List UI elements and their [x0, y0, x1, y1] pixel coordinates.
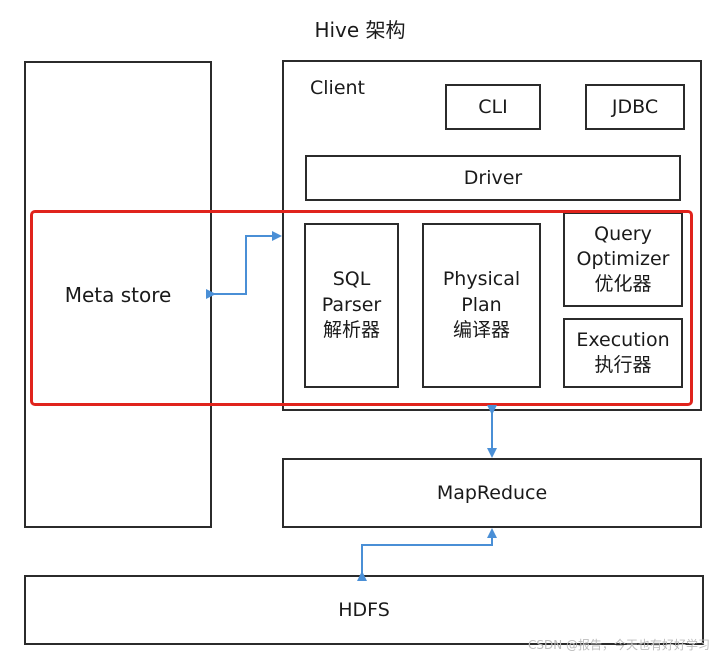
- sql-parser-box: SQL Parser 解析器: [304, 223, 399, 388]
- cli-label: CLI: [478, 96, 508, 118]
- jdbc-box: JDBC: [585, 84, 685, 130]
- client-label: Client: [310, 77, 366, 99]
- diagram-title: Hive 架构: [314, 18, 406, 42]
- physical-plan-line-1: Physical: [442, 268, 521, 291]
- query-optimizer-box: Query Optimizer 优化器: [563, 212, 683, 307]
- metastore-box: Meta store: [24, 61, 212, 528]
- metastore-label: Meta store: [64, 282, 172, 307]
- physical-plan-line-3: 编译器: [452, 319, 510, 342]
- execution-box: Execution 执行器: [563, 318, 683, 388]
- mapreduce-hdfs-arrow: [357, 528, 497, 581]
- sql-parser-line-3: 解析器: [322, 319, 380, 342]
- metastore-client-arrow: [206, 231, 282, 299]
- hdfs-label: HDFS: [338, 599, 390, 621]
- cli-box: CLI: [445, 84, 541, 130]
- physical-plan-box: Physical Plan 编译器: [422, 223, 541, 388]
- execution-line-1: Execution: [576, 329, 670, 352]
- query-optimizer-line-3: 优化器: [594, 272, 652, 295]
- query-optimizer-line-2: Optimizer: [576, 248, 670, 271]
- query-optimizer-line-1: Query: [594, 223, 652, 246]
- physical-plan-line-2: Plan: [461, 293, 502, 316]
- highlight-frame: [30, 210, 693, 406]
- jdbc-label: JDBC: [611, 96, 659, 118]
- watermark: CSDN @报告，今天也有好好学习: [527, 638, 710, 652]
- sql-parser-line-1: SQL: [332, 268, 371, 291]
- sql-parser-line-2: Parser: [321, 293, 382, 316]
- driver-box: Driver: [305, 155, 681, 201]
- mapreduce-label: MapReduce: [436, 482, 548, 504]
- execution-line-2: 执行器: [594, 354, 652, 376]
- driver-label: Driver: [463, 167, 523, 189]
- mapreduce-box: MapReduce: [282, 458, 702, 528]
